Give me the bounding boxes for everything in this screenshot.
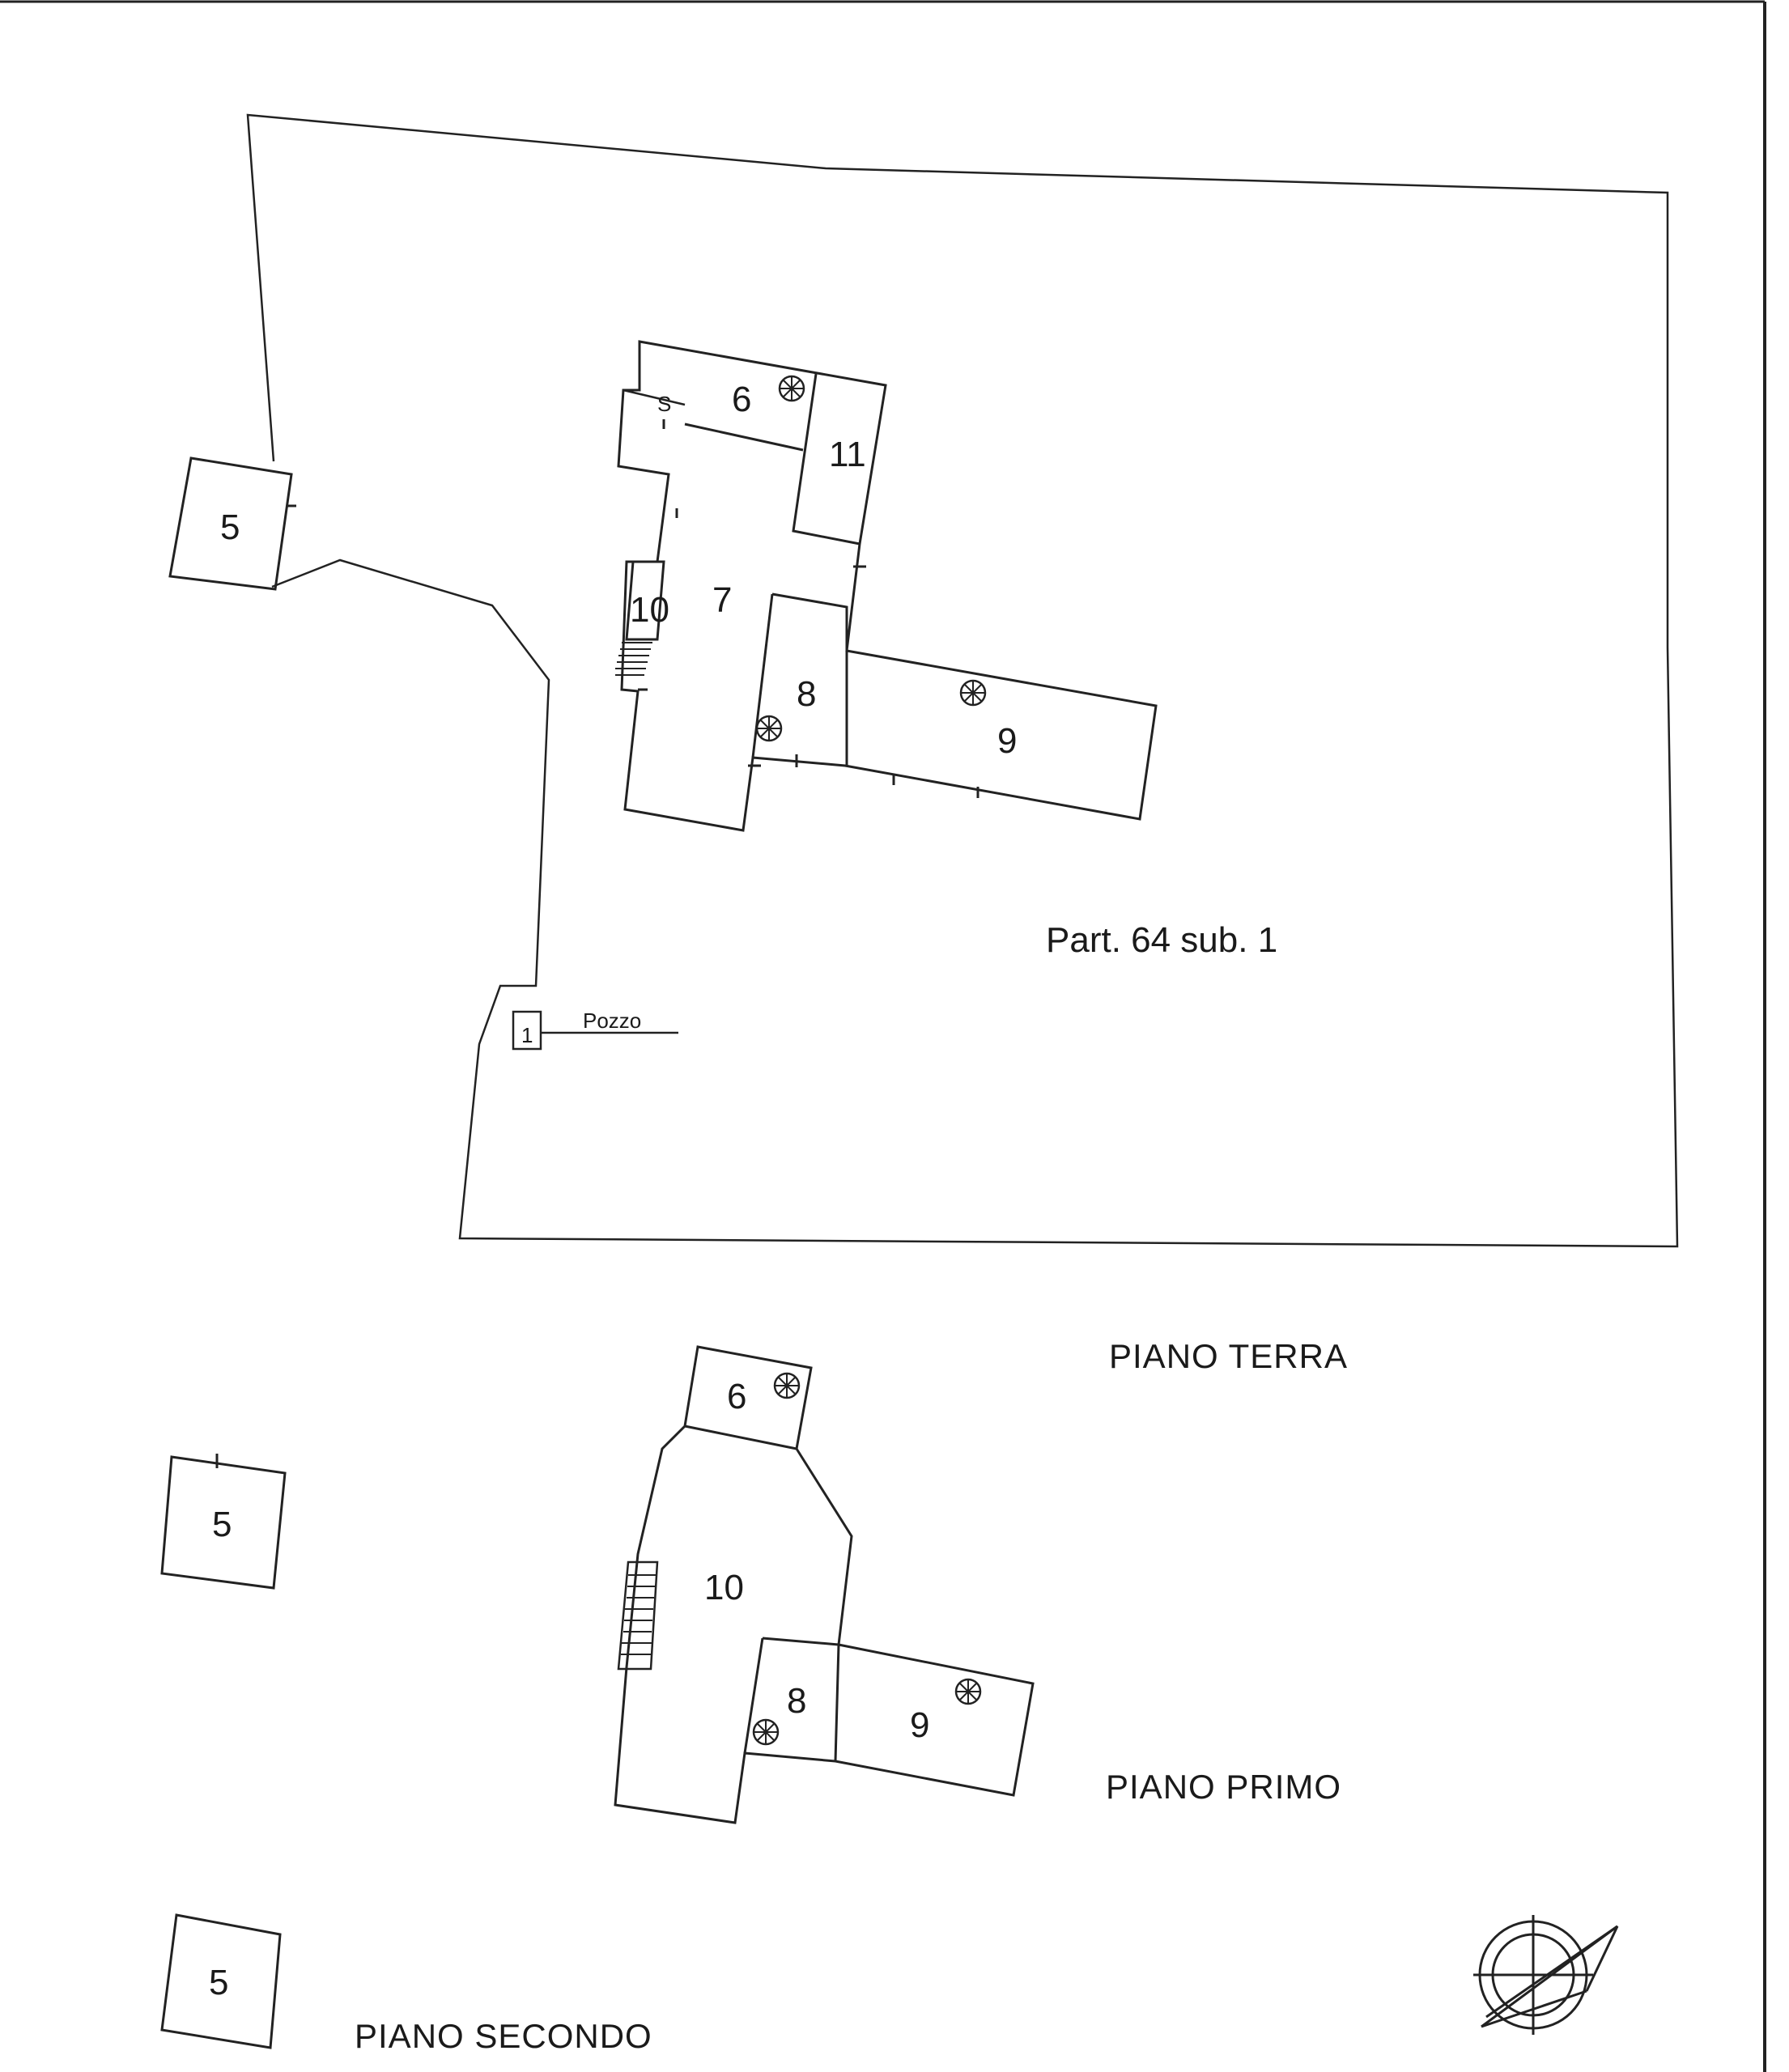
spiral-stair-icon — [752, 1718, 780, 1746]
room-label-9-primo: 9 — [910, 1705, 929, 1745]
room-label-6-primo: 6 — [727, 1377, 746, 1416]
north-arrow-icon — [1473, 1915, 1619, 2035]
building-terra — [617, 340, 1158, 832]
room-label-9: 9 — [997, 721, 1017, 761]
stair-primo — [621, 1574, 656, 1655]
well-label: Pozzo — [583, 1008, 641, 1033]
room-label-8: 8 — [797, 674, 816, 714]
room-label-10: 10 — [630, 590, 669, 630]
room-5-terra — [168, 456, 293, 591]
spiral-stair-icon — [959, 679, 987, 707]
room-label-5: 5 — [220, 507, 240, 547]
floor-title-terra: PIANO TERRA — [1109, 1337, 1348, 1375]
parcel-boundary — [246, 113, 1679, 1248]
room-label-5-primo: 5 — [212, 1505, 232, 1544]
stair-terra — [615, 642, 652, 676]
parcel-label: Part. 64 sub. 1 — [1046, 920, 1277, 960]
room-label-10-primo: 10 — [704, 1568, 744, 1607]
room-label-11: 11 — [829, 435, 866, 474]
spiral-stair-icon — [954, 1678, 982, 1705]
room-label-1: 1 — [521, 1023, 533, 1047]
piano-terra-plan — [168, 113, 1679, 1248]
piano-primo-plan — [160, 1345, 1035, 1824]
room-label-6: 6 — [732, 380, 751, 419]
floor-title-secondo: PIANO SECONDO — [355, 2017, 652, 2055]
room-label-8-primo: 8 — [787, 1681, 806, 1721]
spiral-stair-icon — [773, 1372, 801, 1399]
room-label-7: 7 — [712, 580, 732, 620]
floor-title-primo: PIANO PRIMO — [1106, 1768, 1341, 1806]
building-primo — [614, 1345, 1035, 1824]
room-label-5-secondo: 5 — [209, 1963, 228, 2002]
piano-secondo-plan — [160, 1913, 282, 2049]
room-label-s: S — [657, 392, 671, 416]
spiral-stair-icon — [755, 715, 783, 742]
spiral-stair-icon — [778, 375, 805, 402]
